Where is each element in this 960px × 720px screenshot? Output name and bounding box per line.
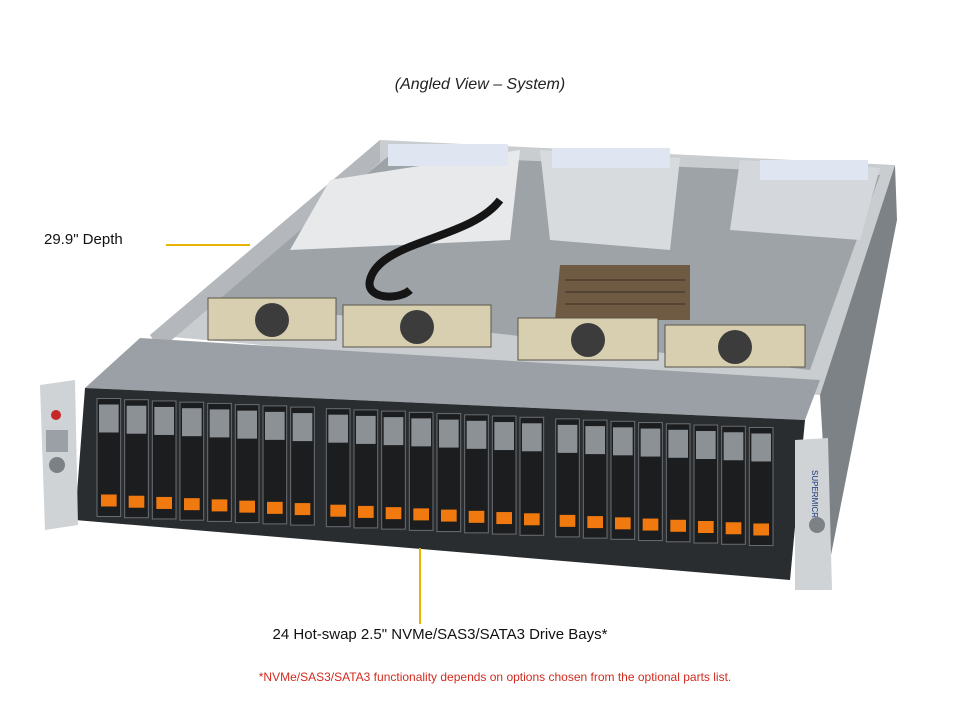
- drive-bay[interactable]: [582, 419, 608, 539]
- drive-bay[interactable]: [151, 400, 177, 520]
- drive-bay[interactable]: [234, 404, 260, 524]
- drive-bay[interactable]: [290, 406, 315, 526]
- depth-callout-line: [166, 244, 250, 246]
- right-rack-ear: SUPERMICRO: [795, 438, 832, 590]
- ear-screw-icon: [49, 457, 65, 473]
- drive-bay[interactable]: [179, 401, 205, 521]
- drive-bay[interactable]: [693, 424, 719, 544]
- drive-bay[interactable]: [124, 399, 149, 519]
- drive-bay[interactable]: [408, 411, 434, 531]
- drive-bay[interactable]: [519, 416, 545, 536]
- drive-bay[interactable]: [325, 408, 351, 528]
- drive-bay-group: [96, 397, 774, 546]
- fan-row: [207, 297, 806, 368]
- drive-bay[interactable]: [721, 425, 746, 545]
- drive-bay[interactable]: [610, 420, 636, 540]
- drive-bay[interactable]: [381, 410, 406, 530]
- drive-bay[interactable]: [665, 423, 691, 543]
- drive-bay[interactable]: [436, 413, 462, 533]
- drive-bay[interactable]: [748, 426, 774, 546]
- depth-callout: 29.9" Depth: [44, 231, 123, 248]
- pcie-riser-right: [730, 160, 880, 240]
- brand-logo: SUPERMICRO: [810, 470, 819, 524]
- drive-bay[interactable]: [464, 414, 489, 534]
- view-caption: (Angled View – System): [394, 76, 566, 93]
- bays-callout-line: [419, 548, 421, 624]
- cable-loop: [365, 197, 504, 301]
- pcie-riser-left: [290, 144, 520, 250]
- power-led-icon: [51, 410, 61, 420]
- pcie-riser-center: [540, 148, 680, 250]
- front-top-plate: [85, 338, 820, 420]
- ear-screw-icon: [809, 517, 825, 533]
- drive-bay[interactable]: [262, 405, 288, 525]
- drive-bay[interactable]: [638, 422, 663, 542]
- drive-bay[interactable]: [491, 415, 517, 535]
- left-rack-ear: [40, 380, 78, 530]
- drive-bays-callout: 24 Hot-swap 2.5" NVMe/SAS3/SATA3 Drive B…: [272, 626, 608, 643]
- functionality-footnote: *NVMe/SAS3/SATA3 functionality depends o…: [258, 670, 732, 684]
- drive-bay[interactable]: [207, 402, 232, 522]
- drive-bay[interactable]: [555, 418, 580, 538]
- chassis-right-wall: [820, 165, 897, 560]
- drive-bay[interactable]: [96, 397, 122, 517]
- drive-bay[interactable]: [353, 409, 379, 529]
